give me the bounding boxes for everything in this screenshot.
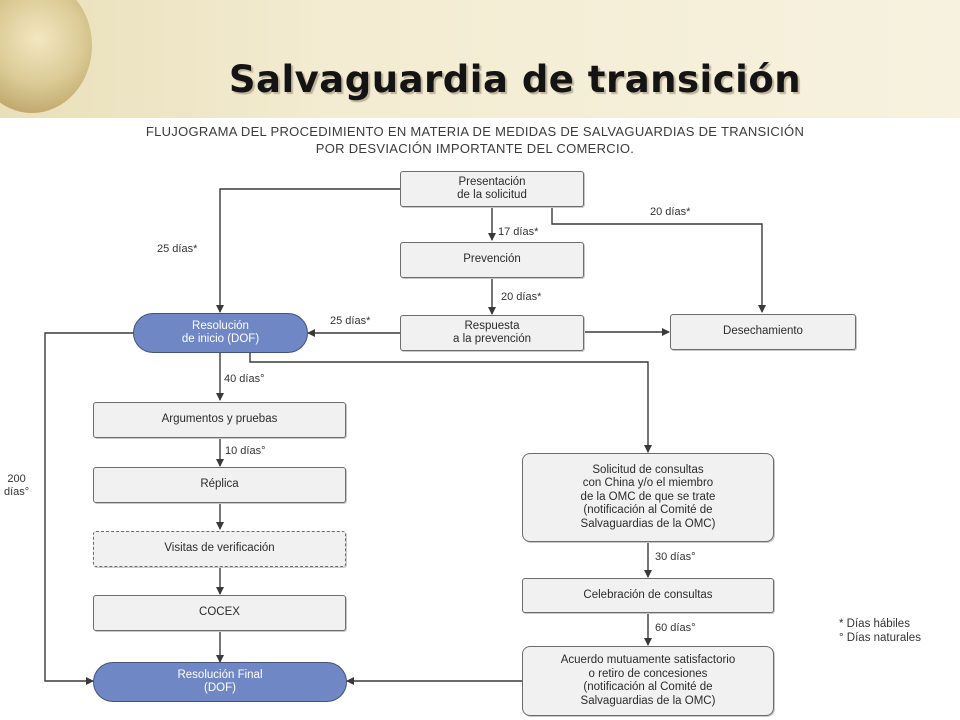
node-visitas-verificacion: Visitas de verificación [93, 531, 346, 567]
label-25-dias-habiles-b: 25 días* [330, 315, 371, 327]
legend-dias-naturales: ° Días naturales [839, 632, 921, 644]
legend-dias-habiles: * Días hábiles [839, 618, 910, 630]
node-solicitud-consultas: Solicitud de consultas con China y/o el … [522, 453, 774, 542]
arrow-presentacion-desechamiento [551, 207, 766, 313]
page-title: Salvaguardia de transición [228, 58, 802, 101]
node-resolucion-final: Resolución Final (DOF) [93, 662, 347, 702]
node-desechamiento: Desechamiento [670, 314, 856, 350]
label-10-dias-naturales: 10 días° [225, 445, 266, 457]
node-presentacion-solicitud: Presentación de la solicitud [400, 171, 584, 207]
label-30-dias-naturales: 30 días° [655, 551, 696, 563]
arrow-presentacion-resolucion [216, 188, 400, 313]
label-17-dias-habiles: 17 días* [498, 226, 539, 238]
flowchart-subtitle: FLUJOGRAMA DEL PROCEDIMIENTO EN MATERIA … [145, 124, 805, 156]
node-argumentos-pruebas: Argumentos y pruebas [93, 402, 346, 438]
node-acuerdo: Acuerdo mutuamente satisfactorio o retir… [522, 646, 774, 716]
node-replica: Réplica [93, 467, 346, 503]
label-25-dias-habiles-a: 25 días* [157, 243, 198, 255]
node-respuesta-prevencion: Respuesta a la prevención [400, 315, 584, 351]
node-celebracion-consultas: Celebración de consultas [522, 578, 774, 613]
arrow-resolucion-solicitud [249, 352, 652, 453]
title-banner [0, 0, 960, 118]
node-prevencion: Prevención [400, 242, 584, 278]
label-40-dias-naturales: 40 días° [224, 373, 265, 385]
label-20-dias-habiles-b: 20 días* [501, 291, 542, 303]
label-200-dias-naturales: 200 días° [4, 473, 30, 498]
label-60-dias-naturales: 60 días° [655, 622, 696, 634]
node-cocex: COCEX [93, 595, 346, 631]
arrow-inicio-final-200 [44, 332, 135, 685]
legend: * Días hábiles ° Días naturales [839, 617, 921, 645]
node-resolucion-inicio: Resolución de inicio (DOF) [133, 313, 308, 353]
label-20-dias-habiles-a: 20 días* [650, 206, 691, 218]
